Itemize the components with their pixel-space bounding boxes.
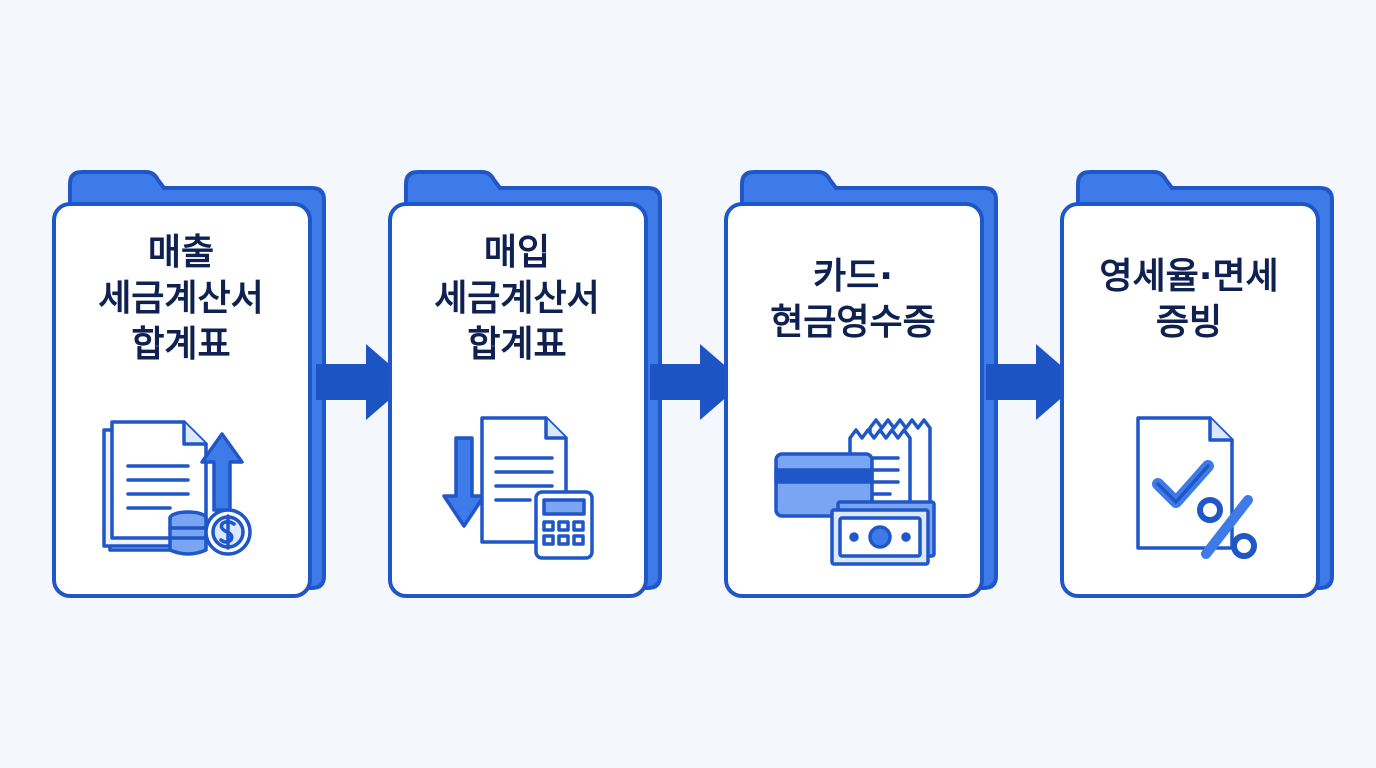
arrow-right-icon [986,344,1080,420]
step-title-line: 증빙 [1155,302,1223,343]
arrow-right-icon [650,344,744,420]
step-title-line: 합계표 [131,324,231,365]
step-title-line: 세금계산서 [434,278,600,319]
step-title-line: 세금계산서 [98,278,264,319]
card-cash-receipt-icon [774,418,936,566]
step-title: 매출 세금계산서 합계표 [68,230,294,368]
sales-invoice-coins-up-arrow-icon [102,420,252,556]
document-check-percent-icon [1136,416,1257,559]
step-card-card-cash-receipt: 카드· 현금영수증 [722,168,998,600]
step-title: 영세율·면세 증빙 [1076,254,1302,346]
arrow-right-icon [316,344,410,420]
step-title-line: 매입 [483,232,551,273]
step-title-line: 현금영수증 [770,302,936,343]
step-title: 매입 세금계산서 합계표 [404,230,630,368]
step-title: 카드· 현금영수증 [740,254,966,346]
step-card-sales-invoice: 매출 세금계산서 합계표 [50,168,326,600]
step-title-line: 카드· [813,256,893,297]
step-title-line: 합계표 [467,324,567,365]
step-title-line: 영세율·면세 [1099,256,1279,297]
step-title-line: 매출 [147,232,215,273]
step-card-purchase-invoice: 매입 세금계산서 합계표 [386,168,662,600]
step-card-zero-rate-tax-exempt: 영세율·면세 증빙 [1058,168,1334,600]
purchase-invoice-calculator-down-arrow-icon [442,416,594,560]
